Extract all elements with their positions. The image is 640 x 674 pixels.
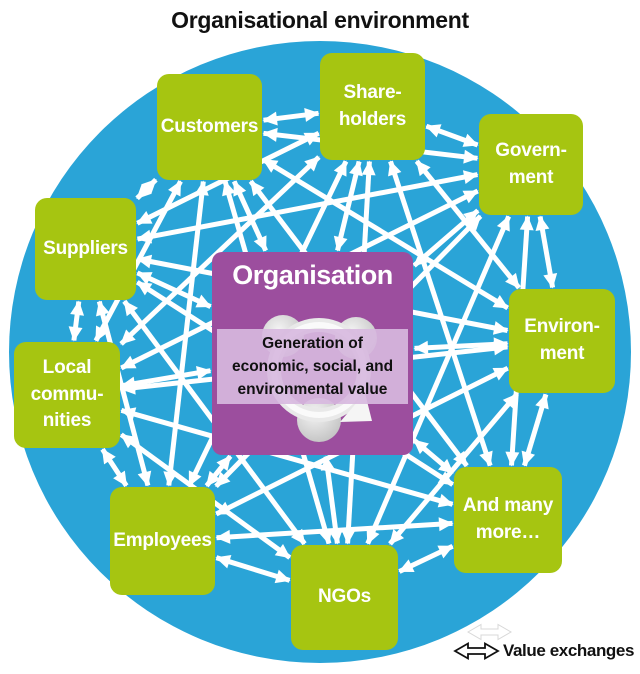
legend-label: Value exchanges [503,641,635,660]
stakeholder-label: Share- holders [338,81,407,130]
legend-arrow-outline-icon [453,641,500,661]
stakeholder-label: Govern- ment [495,139,567,188]
stakeholder-label: Local commu- nities [30,356,104,432]
diagram-title: Organisational environment [171,7,469,33]
stakeholder-label: NGOs [317,586,372,608]
stakeholder-box-ngos: NGOs [291,545,398,650]
legend-arrow-on-circle-icon [466,623,513,641]
stakeholder-label: Environ- ment [524,316,600,364]
stakeholder-label: Customers [160,115,259,137]
